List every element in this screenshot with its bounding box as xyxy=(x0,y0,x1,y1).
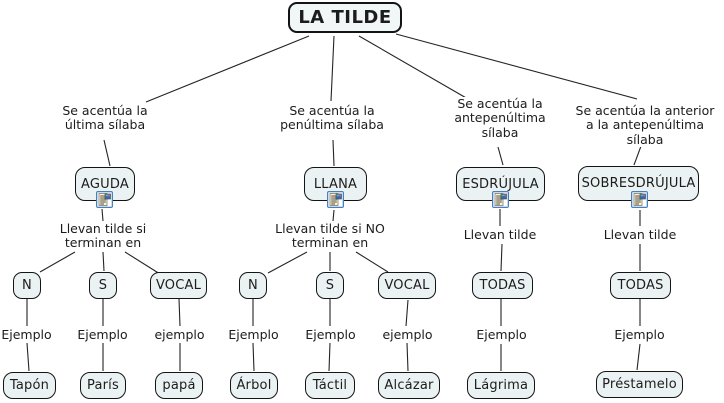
linking-phrase-ejemplo[interactable]: Ejemplo xyxy=(304,327,357,343)
concept-ending-vocal-2[interactable]: VOCAL xyxy=(378,272,436,299)
concept-example-lagrima[interactable]: Lágrima xyxy=(467,372,535,399)
linking-phrase-ejemplo[interactable]: Ejemplo xyxy=(475,327,528,343)
linking-phrase-ejemplo[interactable]: Ejemplo xyxy=(613,327,666,343)
resource-document-icon[interactable] xyxy=(492,191,509,208)
concept-todas-1[interactable]: TODAS xyxy=(472,272,533,299)
linking-phrase-ejemplo[interactable]: ejemplo xyxy=(381,327,434,343)
concept-ending-n-2[interactable]: N xyxy=(239,272,267,299)
concept-example-arbol[interactable]: Árbol xyxy=(230,372,278,399)
concept-esdrujula[interactable]: ESDRÚJULA xyxy=(456,167,545,201)
linking-phrase-rule-llana[interactable]: Llevan tilde si NO terminan en xyxy=(260,221,400,251)
linking-phrase-condition-sobresdrujula[interactable]: Se acentúa la anterior a la antepenúltim… xyxy=(566,103,724,148)
linking-phrase-rule-esdrujula[interactable]: Llevan tilde xyxy=(440,227,560,243)
concept-example-prestamelo[interactable]: Préstamelo xyxy=(596,371,683,398)
concept-example-alcazar[interactable]: Alcázar xyxy=(378,372,440,399)
concept-ending-s-1[interactable]: S xyxy=(89,272,117,299)
linking-phrase-ejemplo[interactable]: ejemplo xyxy=(153,327,206,343)
linking-phrase-rule-sobresdrujula[interactable]: Llevan tilde xyxy=(580,227,700,243)
resource-document-icon[interactable] xyxy=(96,191,113,208)
document-glyph xyxy=(329,193,342,206)
document-glyph xyxy=(98,193,111,206)
concept-example-paris[interactable]: París xyxy=(80,372,126,399)
resource-document-icon[interactable] xyxy=(631,191,648,208)
concept-example-tapon[interactable]: Tapón xyxy=(3,372,56,399)
concept-ending-s-2[interactable]: S xyxy=(316,272,344,299)
concept-example-papa[interactable]: papá xyxy=(155,372,203,399)
document-glyph xyxy=(633,193,646,206)
concept-example-tactil[interactable]: Táctil xyxy=(305,372,355,399)
concept-ending-n-1[interactable]: N xyxy=(13,272,41,299)
linking-phrase-condition-llana[interactable]: Se acentúa la penúltima sílaba xyxy=(262,103,402,133)
linking-phrase-condition-esdrujula[interactable]: Se acentúa la antepenúltima sílaba xyxy=(430,96,570,141)
resource-document-icon[interactable] xyxy=(327,191,344,208)
linking-phrase-condition-aguda[interactable]: Se acentúa la última sílaba xyxy=(35,103,175,133)
linking-phrase-ejemplo[interactable]: Ejemplo xyxy=(227,327,280,343)
concept-ending-vocal-1[interactable]: VOCAL xyxy=(150,272,207,299)
linking-phrase-ejemplo[interactable]: Ejemplo xyxy=(76,327,129,343)
linking-phrase-ejemplo[interactable]: Ejemplo xyxy=(0,327,53,343)
linking-phrase-rule-aguda[interactable]: Llevan tilde si terminan en xyxy=(33,221,173,251)
document-glyph xyxy=(494,193,507,206)
concept-todas-2[interactable]: TODAS xyxy=(610,272,671,299)
root-concept-la-tilde[interactable]: LA TILDE xyxy=(288,2,402,33)
